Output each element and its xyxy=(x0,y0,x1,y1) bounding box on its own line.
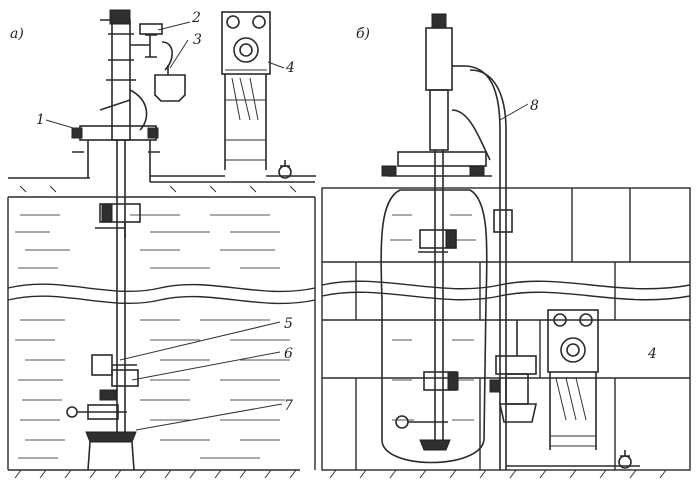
panel-b-lower-sensor xyxy=(395,371,459,451)
callout-8: 8 xyxy=(530,98,539,114)
panel-a-drain-valve xyxy=(266,160,316,179)
panel-b-label: б) xyxy=(356,26,370,42)
callout-6: 6 xyxy=(284,346,293,362)
panel-b: б) xyxy=(321,13,691,479)
callout-7: 7 xyxy=(284,398,293,414)
panel-a-mounting-flange xyxy=(71,125,160,182)
panel-a-instrument-panel xyxy=(150,11,271,177)
callout-1: 1 xyxy=(36,112,45,128)
panel-a-upper-sensor xyxy=(95,203,141,238)
panel-a-float-assembly xyxy=(66,354,139,420)
panel-a-break-line xyxy=(7,283,316,293)
panel-b-connection-hose xyxy=(451,65,513,470)
panel-a: а) xyxy=(7,9,316,479)
callout-b-4: 4 xyxy=(647,346,657,362)
callout-4: 4 xyxy=(285,60,295,76)
panel-a-leader-lines xyxy=(45,21,285,431)
panel-a-label: а) xyxy=(10,26,24,42)
panel-a-ground-slab xyxy=(8,177,315,198)
panel-b-tank-vessel xyxy=(380,189,488,464)
panel-b-mounting-flange xyxy=(381,151,492,177)
panel-b-leader-line-8 xyxy=(499,103,529,121)
panel-b-regulator-assembly xyxy=(489,320,537,423)
panel-b-upper-sensor xyxy=(418,229,457,253)
callout-5: 5 xyxy=(284,316,293,332)
panel-a-liquid-upper xyxy=(15,214,280,269)
callout-2: 2 xyxy=(191,10,201,26)
panel-a-bottom-base xyxy=(85,431,137,471)
panel-b-instrument-panel xyxy=(506,309,640,469)
panel-b-level-gauge-column xyxy=(425,13,464,450)
panel-a-tank-walls xyxy=(7,197,316,479)
callout-3: 3 xyxy=(193,32,202,48)
panel-a-liquid-lower xyxy=(15,319,290,459)
